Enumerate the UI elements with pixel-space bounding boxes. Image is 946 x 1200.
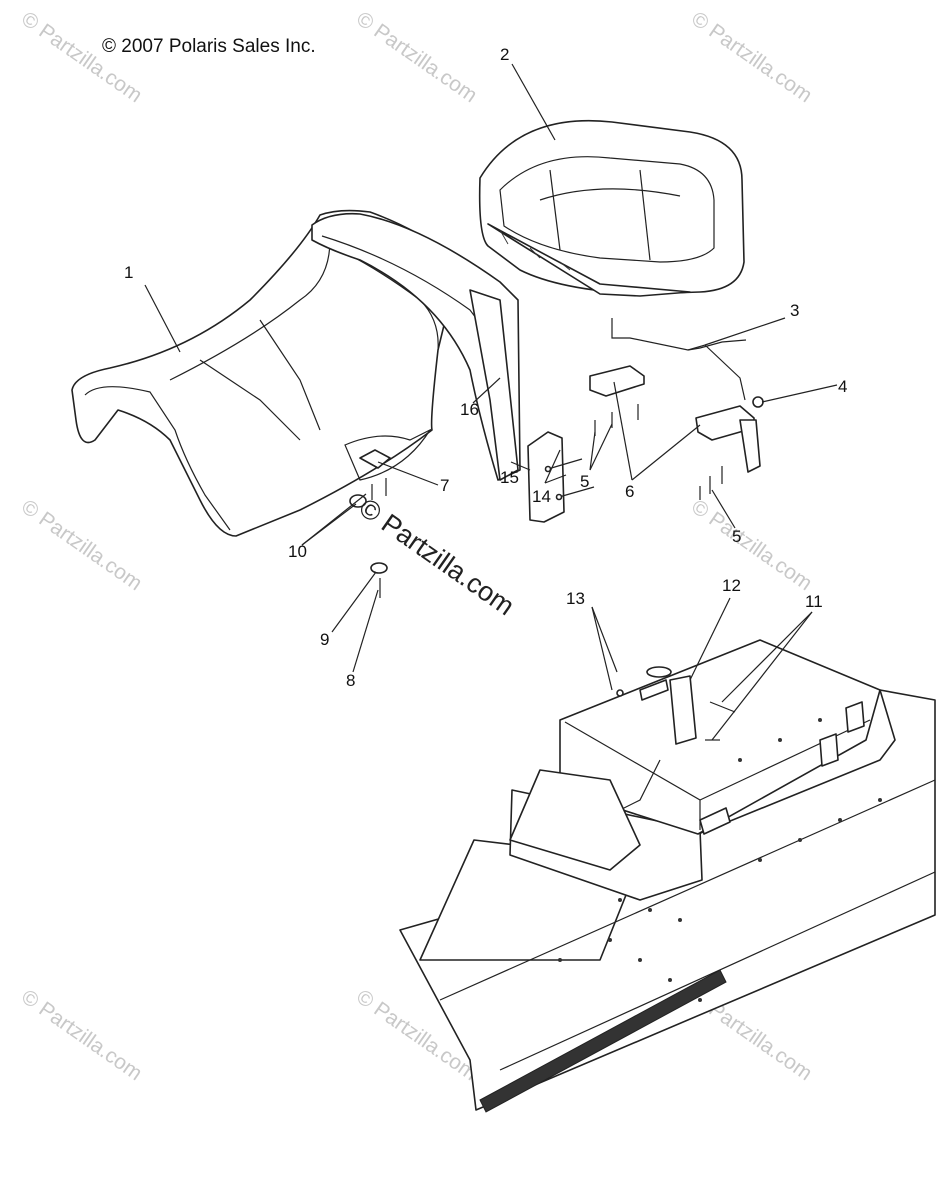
callout-7: 7 <box>440 476 449 495</box>
callout-1: 1 <box>124 263 133 282</box>
bracket-plate-part <box>527 431 565 523</box>
callout-6: 6 <box>625 482 634 501</box>
callout-8: 8 <box>346 671 355 690</box>
callout-4: 4 <box>838 377 847 396</box>
callout-5: 5 <box>580 472 589 491</box>
seat-strip-part <box>469 289 519 481</box>
brand-mark: © Partzilla.com <box>354 492 520 621</box>
passenger-seat-part <box>478 119 745 297</box>
callout-9: 9 <box>320 630 329 649</box>
seat-brackets-part <box>589 365 761 473</box>
callout-10: 10 <box>288 542 307 561</box>
callout-2: 2 <box>500 45 509 64</box>
callout-11: 11 <box>805 592 823 611</box>
watermark: © Partzilla.com <box>352 7 481 107</box>
main-seat-part <box>71 209 521 537</box>
callout-16: 16 <box>460 400 479 419</box>
watermark: © Partzilla.com <box>17 495 146 595</box>
watermark: © Partzilla.com <box>687 495 816 595</box>
callout-12: 12 <box>722 576 741 595</box>
latch-rod-part <box>611 318 764 408</box>
callout-labels: 1 2 3 4 5 6 7 5 8 9 10 11 12 13 14 15 16 <box>124 45 847 690</box>
callout-3: 3 <box>790 301 799 320</box>
watermark: © Partzilla.com <box>17 7 146 107</box>
callout-5b: 5 <box>732 527 741 546</box>
watermark: © Partzilla.com <box>17 985 146 1085</box>
callout-13: 13 <box>566 589 585 608</box>
leader-lines <box>144 63 838 741</box>
copyright-notice: © 2007 Polaris Sales Inc. <box>102 36 316 57</box>
chassis-tunnel-part <box>399 639 936 1113</box>
callout-14: 14 <box>532 487 551 506</box>
callout-15: 15 <box>500 468 519 487</box>
watermark: © Partzilla.com <box>687 7 816 107</box>
pins-part <box>544 458 595 501</box>
